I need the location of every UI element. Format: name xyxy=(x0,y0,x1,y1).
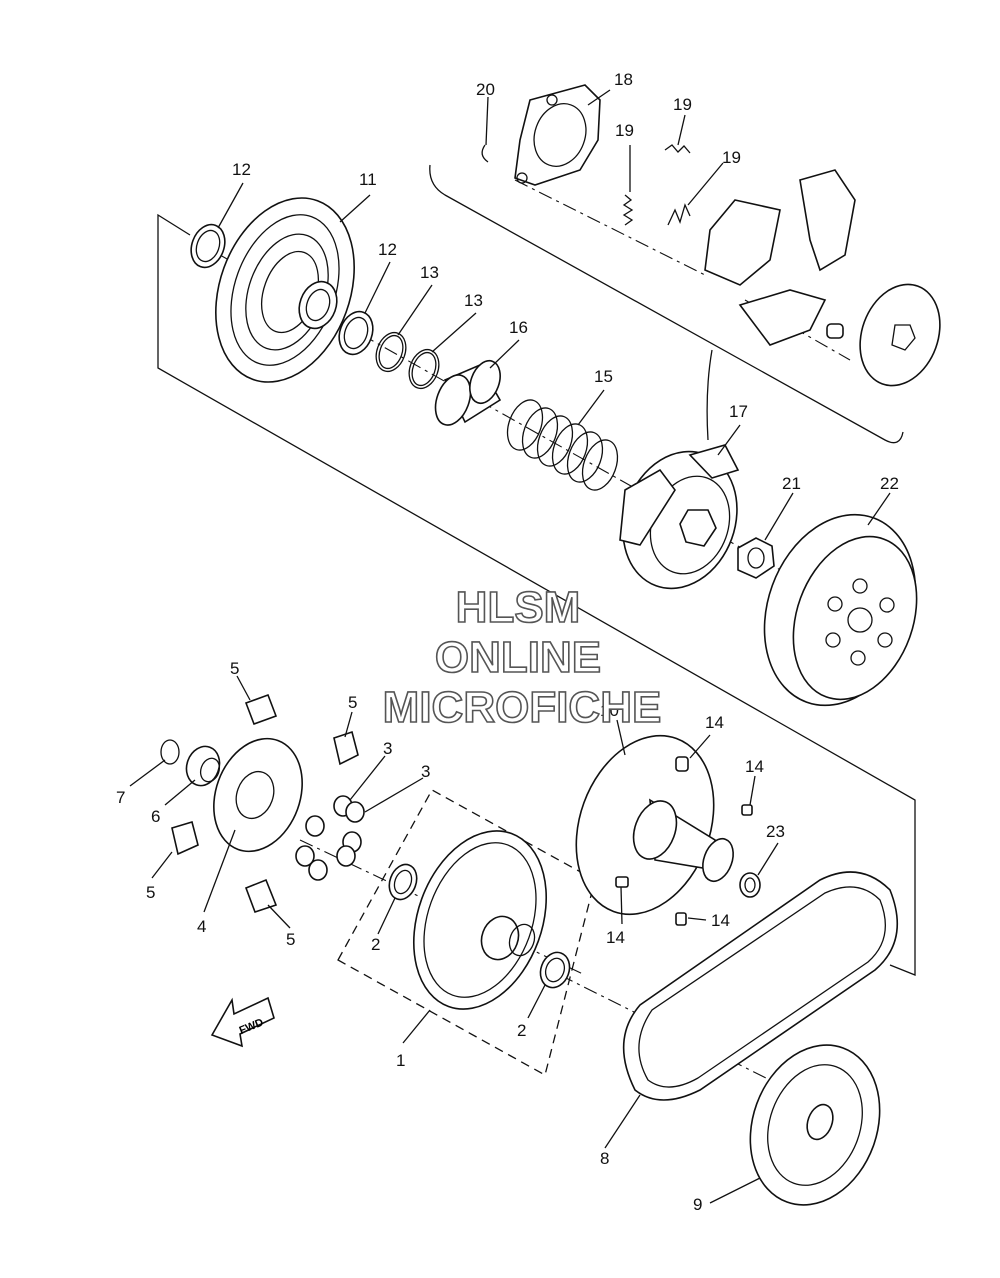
watermark-line-2: ONLINE xyxy=(435,633,601,682)
secondary-sheave xyxy=(575,734,753,926)
clutch-drum xyxy=(763,513,918,707)
slider-5b xyxy=(333,730,359,766)
collar-6 xyxy=(185,745,221,787)
leader-lines xyxy=(129,89,891,1204)
clutch-shoe-plate xyxy=(514,84,601,186)
watermark-line-3: MICROFICHE xyxy=(383,683,662,732)
callout-3a: 3 xyxy=(383,739,392,758)
seal-ring-12b xyxy=(338,310,374,356)
primary-sheave xyxy=(412,830,548,1010)
clutch-housing xyxy=(215,197,355,383)
o-ring-7 xyxy=(160,739,180,765)
o-ring-13a xyxy=(375,331,407,373)
callout-8: 8 xyxy=(600,1149,609,1168)
clutch-plate-small xyxy=(826,283,941,387)
callout-22: 22 xyxy=(880,474,899,493)
slider-5c xyxy=(171,820,199,856)
callout-14b: 14 xyxy=(745,757,764,776)
callout-1: 1 xyxy=(396,1051,405,1070)
callout-21: 21 xyxy=(782,474,801,493)
weight-rollers xyxy=(295,795,365,881)
callout-5d: 5 xyxy=(286,930,295,949)
v-belt xyxy=(622,871,898,1101)
slider-5a xyxy=(244,693,278,726)
clip xyxy=(481,144,489,163)
callout-5a: 5 xyxy=(230,659,239,678)
callout-6: 6 xyxy=(151,807,160,826)
compression-spring xyxy=(506,399,619,491)
callout-9: 9 xyxy=(693,1195,702,1214)
spring-small-b xyxy=(664,144,691,154)
watermark-line-1: HLSM xyxy=(456,583,581,632)
callout-11: 11 xyxy=(359,170,377,189)
bushing-2a xyxy=(388,863,418,901)
spring-small-a xyxy=(622,194,634,226)
nut xyxy=(737,537,775,579)
callout-labels: 1 2 2 3 3 4 5 5 5 5 6 7 8 9 10 11 12 12 … xyxy=(116,70,899,1214)
callout-18: 18 xyxy=(614,70,633,89)
callout-14c: 14 xyxy=(606,928,625,947)
clutch-carrier xyxy=(619,444,740,590)
washer-23 xyxy=(739,872,761,898)
callout-7: 7 xyxy=(116,788,125,807)
watermark: HLSM ONLINE MICROFICHE xyxy=(382,582,662,733)
callout-20: 20 xyxy=(476,80,495,99)
callout-14d: 14 xyxy=(711,911,730,930)
callout-10: 10 xyxy=(600,701,619,720)
callout-19a: 19 xyxy=(673,95,692,114)
callout-13a: 13 xyxy=(420,263,439,282)
callout-5c: 5 xyxy=(146,883,155,902)
assembly-outline xyxy=(157,164,916,976)
slider-5d xyxy=(244,878,278,914)
callout-19b: 19 xyxy=(615,121,634,140)
callout-16: 16 xyxy=(509,318,528,337)
fan-sheave xyxy=(749,1044,881,1206)
callout-17: 17 xyxy=(729,402,748,421)
o-ring-13b xyxy=(408,348,440,390)
callout-13b: 13 xyxy=(464,291,483,310)
callout-15: 15 xyxy=(594,367,613,386)
spring-small-c xyxy=(667,203,691,226)
callout-12a: 12 xyxy=(232,160,251,179)
callout-14a: 14 xyxy=(705,713,724,732)
callout-12b: 12 xyxy=(378,240,397,259)
callout-2b: 2 xyxy=(517,1021,526,1040)
callout-5b: 5 xyxy=(348,693,357,712)
callout-19c: 19 xyxy=(722,148,741,167)
clutch-shoes xyxy=(704,169,856,346)
callout-23: 23 xyxy=(766,822,785,841)
callout-4: 4 xyxy=(197,917,206,936)
guide-collar xyxy=(434,359,502,426)
cam-plate xyxy=(213,737,303,853)
fwd-arrow-icon: FWD xyxy=(210,996,275,1048)
callout-3b: 3 xyxy=(421,762,430,781)
callout-2a: 2 xyxy=(371,935,380,954)
seal-ring-12a xyxy=(190,223,226,269)
bushing-2b xyxy=(539,951,571,989)
